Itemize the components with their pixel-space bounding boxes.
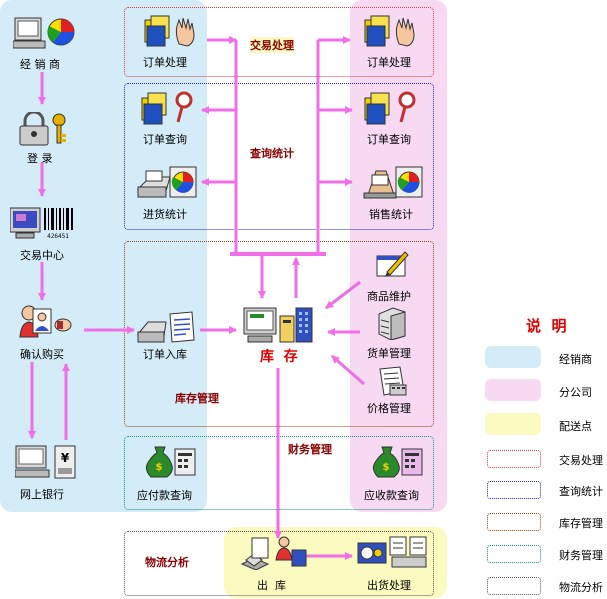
legend-logistics-label: 物流分析: [559, 581, 603, 594]
legend-inventory-label: 库存管理: [559, 517, 603, 530]
monitor-chart-icon: [12, 14, 75, 55]
legend-delivery-label: 配送点: [559, 420, 592, 433]
trade-center-label: 交易中心: [20, 249, 64, 262]
padlock-key-icon: [17, 110, 71, 149]
trade-section-box: [124, 7, 434, 77]
logistics-section-title: 物流分析: [145, 556, 189, 569]
legend-trade-label: 交易处理: [559, 454, 603, 467]
goods-maint-label: 商品维护: [367, 290, 411, 303]
order-query-left-label: 订单查询: [143, 133, 187, 146]
barcode-monitor-icon: 426451: [9, 206, 78, 243]
documents-magnifier-icon: [140, 90, 198, 129]
payable-query-label: 应付款查询: [137, 489, 192, 502]
order-query-right-label: 订单查询: [367, 133, 411, 146]
legend-box-inventory: [487, 513, 541, 531]
login-label: 登 录: [27, 152, 53, 165]
money-bag-icon: $: [370, 441, 424, 484]
arrow-price-to-inventory: [331, 354, 365, 386]
svg-text:$: $: [156, 462, 163, 473]
stock-out-label: 出 库: [257, 579, 286, 592]
price-mgmt-label: 价格管理: [367, 402, 411, 415]
pen-board-icon: [375, 248, 409, 283]
legend-box-trade: [487, 450, 541, 468]
legend-box-logistics: [487, 577, 541, 595]
sales-stats-label: 销售统计: [369, 208, 413, 221]
confirm-buy-label: 确认购买: [20, 348, 64, 361]
svg-text:¥: ¥: [61, 451, 70, 465]
inventory-label: 库 存: [260, 349, 298, 365]
stock-out-icon: [240, 534, 308, 573]
printer-chart-icon: [362, 165, 424, 204]
legend-title: 说 明: [526, 317, 567, 335]
cargo-mgmt-label: 货单管理: [367, 347, 411, 360]
documents-magnifier-icon: [363, 90, 421, 129]
shipping-label: 出货处理: [367, 579, 411, 592]
legend-query-label: 查询统计: [559, 485, 603, 498]
people-card-icon: [19, 303, 73, 344]
monitor-server-icon: [242, 306, 314, 349]
finance-section-title: 财务管理: [288, 443, 332, 456]
cabinet-icon: [377, 306, 407, 343]
svg-text:426451: 426451: [47, 233, 69, 240]
order-process-right-label: 订单处理: [367, 56, 411, 69]
trade-section-title: 交易处理: [250, 37, 294, 53]
dealer-label: 经 销 商: [20, 58, 60, 71]
price-sheet-icon: [376, 365, 408, 400]
legend-finance-label: 财务管理: [559, 549, 603, 562]
receivable-query-label: 应收款查询: [364, 489, 419, 502]
svg-text:$: $: [383, 462, 390, 473]
truck-shipping-icon: [356, 535, 430, 572]
documents-hand-icon: [143, 14, 201, 51]
legend-swatch-delivery: [485, 413, 541, 435]
money-bag-icon: $: [143, 441, 197, 484]
bank-terminal-icon: ¥: [14, 444, 77, 483]
online-bank-label: 网上银行: [20, 488, 64, 501]
order-process-left-label: 订单处理: [143, 56, 187, 69]
legend-dealer-label: 经销商: [559, 353, 592, 366]
purchase-stats-label: 进货统计: [143, 208, 187, 221]
legend-box-finance: [487, 545, 541, 563]
legend-branch-label: 分公司: [559, 386, 592, 399]
arrow-goods-to-inventory: [325, 280, 361, 310]
documents-hand-icon: [363, 14, 421, 51]
printer-doc-icon: [136, 310, 196, 349]
legend-swatch-dealer: [485, 346, 541, 368]
order-stock-in-label: 订单入库: [143, 348, 187, 361]
inventory-section-title: 库存管理: [175, 392, 219, 405]
legend-swatch-branch: [485, 379, 541, 401]
query-section-title: 查询统计: [250, 147, 294, 160]
query-section-box: [124, 83, 434, 230]
legend-box-query: [487, 481, 541, 499]
printer-chart-icon: [136, 165, 198, 204]
